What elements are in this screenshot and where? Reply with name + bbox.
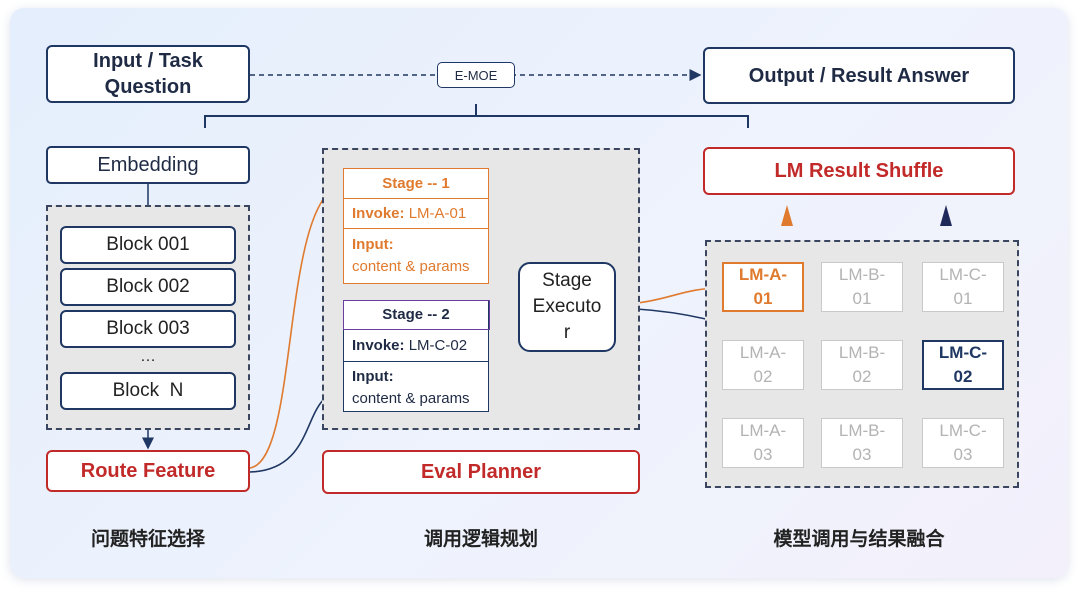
- stage2-invoke-value: LM-C-02: [408, 336, 468, 354]
- model-lm-a-01: LM-A- 01: [722, 262, 804, 312]
- stage2-input: Input: content & params: [344, 362, 488, 414]
- model-lm-b-02: LM-B- 02: [821, 340, 903, 390]
- embedding-box: Embedding: [46, 146, 250, 184]
- route-stage1-curve: [249, 180, 344, 469]
- model-lm-b-01: LM-B- 01: [821, 262, 903, 312]
- model-lm-b-03: LM-B- 03: [821, 418, 903, 468]
- emoe-label: E-MOE: [437, 62, 515, 88]
- stage1-invoke-prefix: Invoke:: [352, 205, 409, 222]
- stage1-title: Stage -- 1: [344, 169, 488, 199]
- model-lm-a-02: LM-A- 02: [722, 340, 804, 390]
- eval-planner-box: Eval Planner: [322, 450, 640, 494]
- right-caption: 模型调用与结果融合: [773, 528, 945, 550]
- route-feature-box: Route Feature: [46, 450, 250, 492]
- stage2-card: Stage -- 2 Invoke: LM-C-02 Input: conten…: [342, 299, 490, 414]
- stage1-input: Input: content & params: [344, 229, 488, 283]
- stage1-invoke-value: LM-A-01: [408, 205, 467, 222]
- model-lm-c-03: LM-C- 03: [922, 418, 1004, 468]
- block-003: Block 003: [60, 310, 236, 348]
- output-result-box: Output / Result Answer: [703, 47, 1015, 104]
- stage-executor-box: Stage Executo r: [518, 262, 616, 352]
- model-lm-c-02: LM-C- 02: [922, 340, 1004, 390]
- middle-caption: 调用逻辑规划: [423, 528, 538, 550]
- lm-result-shuffle-box: LM Result Shuffle: [703, 147, 1015, 195]
- stage1-card: Stage -- 1 Invoke: LM-A-01 Input: conten…: [343, 168, 489, 284]
- block-001: Block 001: [60, 226, 236, 264]
- stage1-input-value: content & params: [352, 258, 470, 275]
- block-ellipsis: …: [140, 348, 156, 365]
- left-caption: 问题特征选择: [90, 528, 205, 550]
- model-lm-a-03: LM-A- 03: [722, 418, 804, 468]
- stage2-invoke: Invoke: LM-C-02: [344, 330, 488, 362]
- model-lm-c-01: LM-C- 01: [922, 262, 1004, 312]
- stage2-input-value: content & params: [352, 389, 470, 407]
- top-bracket: [204, 104, 749, 128]
- navy-triangle-icon: [940, 205, 952, 226]
- stage2-title: Stage -- 2: [342, 299, 490, 330]
- stage2-input-label: Input:: [352, 367, 394, 385]
- input-task-box: Input / Task Question: [46, 45, 250, 103]
- stage1-input-label: Input:: [352, 236, 394, 253]
- orange-triangle-icon: [781, 205, 793, 226]
- stage2-invoke-prefix: Invoke:: [352, 336, 409, 354]
- block-002: Block 002: [60, 268, 236, 306]
- stage1-invoke: Invoke: LM-A-01: [344, 199, 488, 229]
- block-n: Block N: [60, 372, 236, 410]
